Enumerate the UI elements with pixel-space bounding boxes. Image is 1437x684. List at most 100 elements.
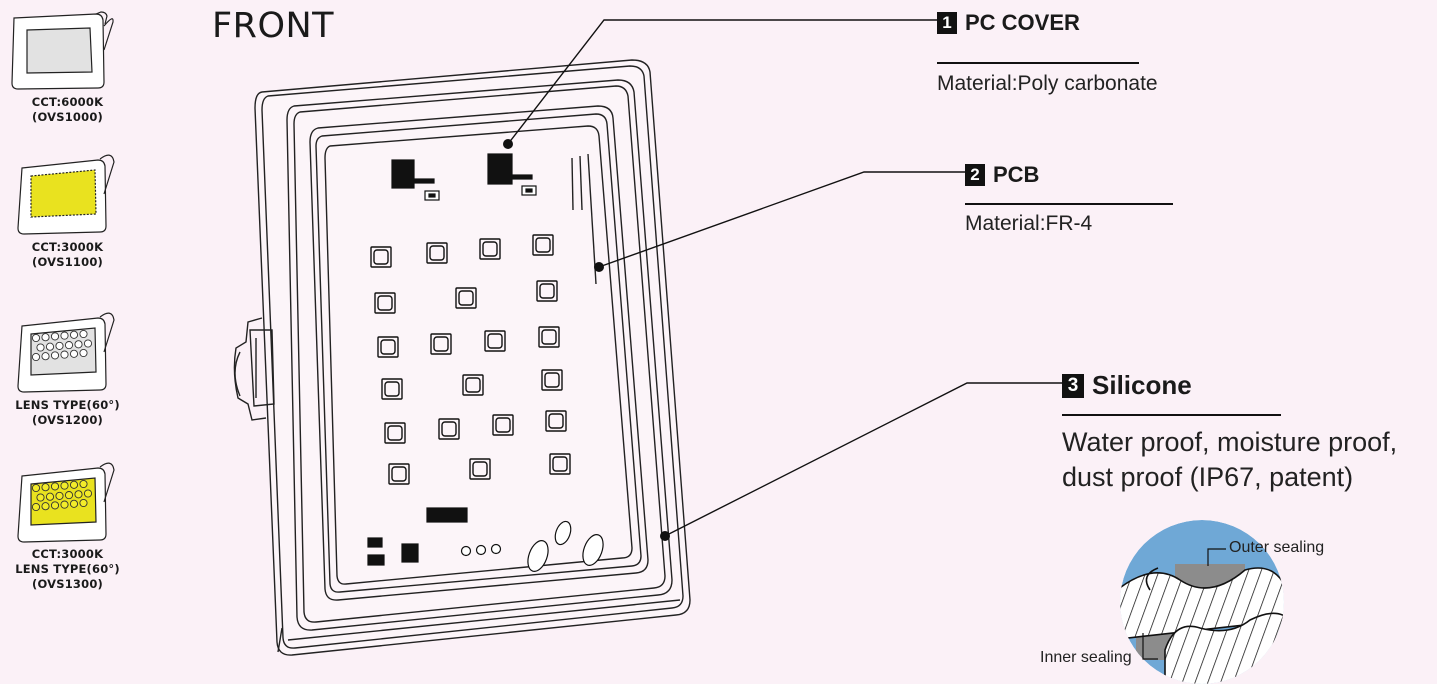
led-chip bbox=[430, 333, 452, 355]
led-chip bbox=[377, 336, 399, 358]
callout-silicone: 3 Silicone bbox=[1062, 370, 1192, 401]
led-lens bbox=[433, 336, 449, 352]
callout-label: Silicone bbox=[1092, 370, 1192, 400]
variant-lens: LENS TYPE(60°) bbox=[15, 562, 120, 576]
led-lens bbox=[541, 329, 557, 345]
led-lens bbox=[387, 425, 403, 441]
seal-pointers bbox=[1142, 548, 1226, 660]
led-chip bbox=[370, 246, 392, 268]
callout-description: Water proof, moisture proof, dust proof … bbox=[1062, 425, 1397, 495]
leader-lines bbox=[507, 19, 1064, 537]
callout-label: PCB bbox=[993, 162, 1040, 187]
led-lens bbox=[552, 456, 568, 472]
led-grid bbox=[370, 234, 571, 485]
lens-dot bbox=[74, 490, 83, 499]
led-chip bbox=[541, 369, 563, 391]
led-lens bbox=[482, 241, 498, 257]
led-chip bbox=[492, 414, 514, 436]
lens-dot bbox=[36, 343, 45, 352]
page-title: FRONT bbox=[212, 6, 335, 46]
led-chip bbox=[484, 330, 506, 352]
lens-dot bbox=[50, 351, 60, 360]
led-lens bbox=[548, 413, 564, 429]
led-chip bbox=[532, 234, 554, 256]
led-lens bbox=[377, 295, 393, 311]
fixture-housing bbox=[233, 59, 691, 656]
lens-dot bbox=[60, 500, 69, 509]
callout-description: Material:FR-4 bbox=[965, 212, 1093, 235]
led-lens bbox=[384, 381, 400, 397]
led-lens bbox=[458, 290, 474, 306]
pcb-components bbox=[367, 153, 604, 572]
lens-dot bbox=[45, 342, 55, 351]
lens-dot bbox=[41, 502, 50, 511]
lens-dot bbox=[50, 501, 60, 510]
led-lens bbox=[441, 421, 457, 437]
led-chip bbox=[438, 418, 460, 440]
lens-dot bbox=[69, 349, 79, 358]
callout-divider bbox=[1062, 414, 1281, 416]
lens-dot bbox=[79, 329, 88, 339]
lens-dot bbox=[50, 332, 60, 341]
led-lens bbox=[487, 333, 503, 349]
lens-dot bbox=[69, 499, 79, 508]
callout-pc-cover: 1 PC COVER bbox=[937, 10, 1080, 36]
variant-model: (OVS1200) bbox=[32, 413, 103, 427]
lens-dot bbox=[41, 352, 50, 361]
variant-lens: LENS TYPE(60°) bbox=[15, 398, 120, 412]
variant-label-ovs1000: CCT:6000K (OVS1000) bbox=[0, 95, 135, 125]
lens-dot bbox=[41, 333, 50, 342]
lens-dot bbox=[83, 339, 93, 348]
lens-dot bbox=[74, 340, 83, 349]
lens-dot bbox=[45, 492, 55, 501]
variant-thumb-ovs1000 bbox=[11, 11, 114, 90]
lens-dot bbox=[31, 352, 41, 362]
lens-dot bbox=[60, 350, 69, 359]
led-chip bbox=[469, 458, 491, 480]
callout-number-badge: 1 bbox=[937, 12, 957, 34]
led-lens bbox=[391, 466, 407, 482]
lens-dot bbox=[31, 333, 41, 343]
led-chip bbox=[426, 242, 448, 264]
variant-thumb-ovs1100 bbox=[17, 154, 115, 235]
led-chip bbox=[381, 378, 403, 400]
led-lens bbox=[380, 339, 396, 355]
variant-cct: CCT:3000K bbox=[31, 240, 104, 254]
led-chip bbox=[538, 326, 560, 348]
lens-dot bbox=[83, 489, 93, 498]
lens-dot bbox=[69, 480, 79, 489]
lens-dot bbox=[79, 498, 88, 508]
lens-dot bbox=[36, 493, 45, 502]
lens-dot bbox=[55, 341, 64, 350]
lens-dot bbox=[55, 491, 64, 500]
led-lens bbox=[472, 461, 488, 477]
callout-number-badge: 2 bbox=[965, 164, 985, 186]
variant-cct: CCT:6000K bbox=[31, 95, 104, 109]
led-chip bbox=[455, 287, 477, 309]
description-line: Water proof, moisture proof, bbox=[1062, 427, 1398, 457]
led-chip bbox=[479, 238, 501, 260]
lens-dot bbox=[41, 483, 50, 492]
description-line: dust proof (IP67, patent) bbox=[1062, 462, 1354, 492]
callout-divider bbox=[937, 62, 1139, 64]
lens-dot bbox=[79, 479, 88, 489]
lens-dot bbox=[64, 491, 74, 500]
led-lens bbox=[465, 377, 481, 393]
lens-dot bbox=[79, 348, 88, 358]
led-lens bbox=[535, 237, 551, 253]
lens-dot bbox=[64, 341, 74, 350]
variant-label-ovs1300: CCT:3000K LENS TYPE(60°) (OVS1300) bbox=[0, 547, 135, 592]
led-lens bbox=[539, 283, 555, 299]
inner-sealing-label: Inner sealing bbox=[1040, 649, 1132, 666]
lens-dot bbox=[50, 482, 60, 491]
led-lens bbox=[544, 372, 560, 388]
variant-label-ovs1100: CCT:3000K (OVS1100) bbox=[0, 240, 135, 270]
led-lens bbox=[373, 249, 389, 265]
lens-dot bbox=[31, 483, 41, 493]
variant-label-ovs1200: LENS TYPE(60°) (OVS1200) bbox=[0, 398, 135, 428]
variant-model: (OVS1300) bbox=[32, 577, 103, 591]
variant-model: (OVS1000) bbox=[32, 110, 103, 124]
led-chip bbox=[384, 422, 406, 444]
leader-dots bbox=[503, 139, 670, 541]
